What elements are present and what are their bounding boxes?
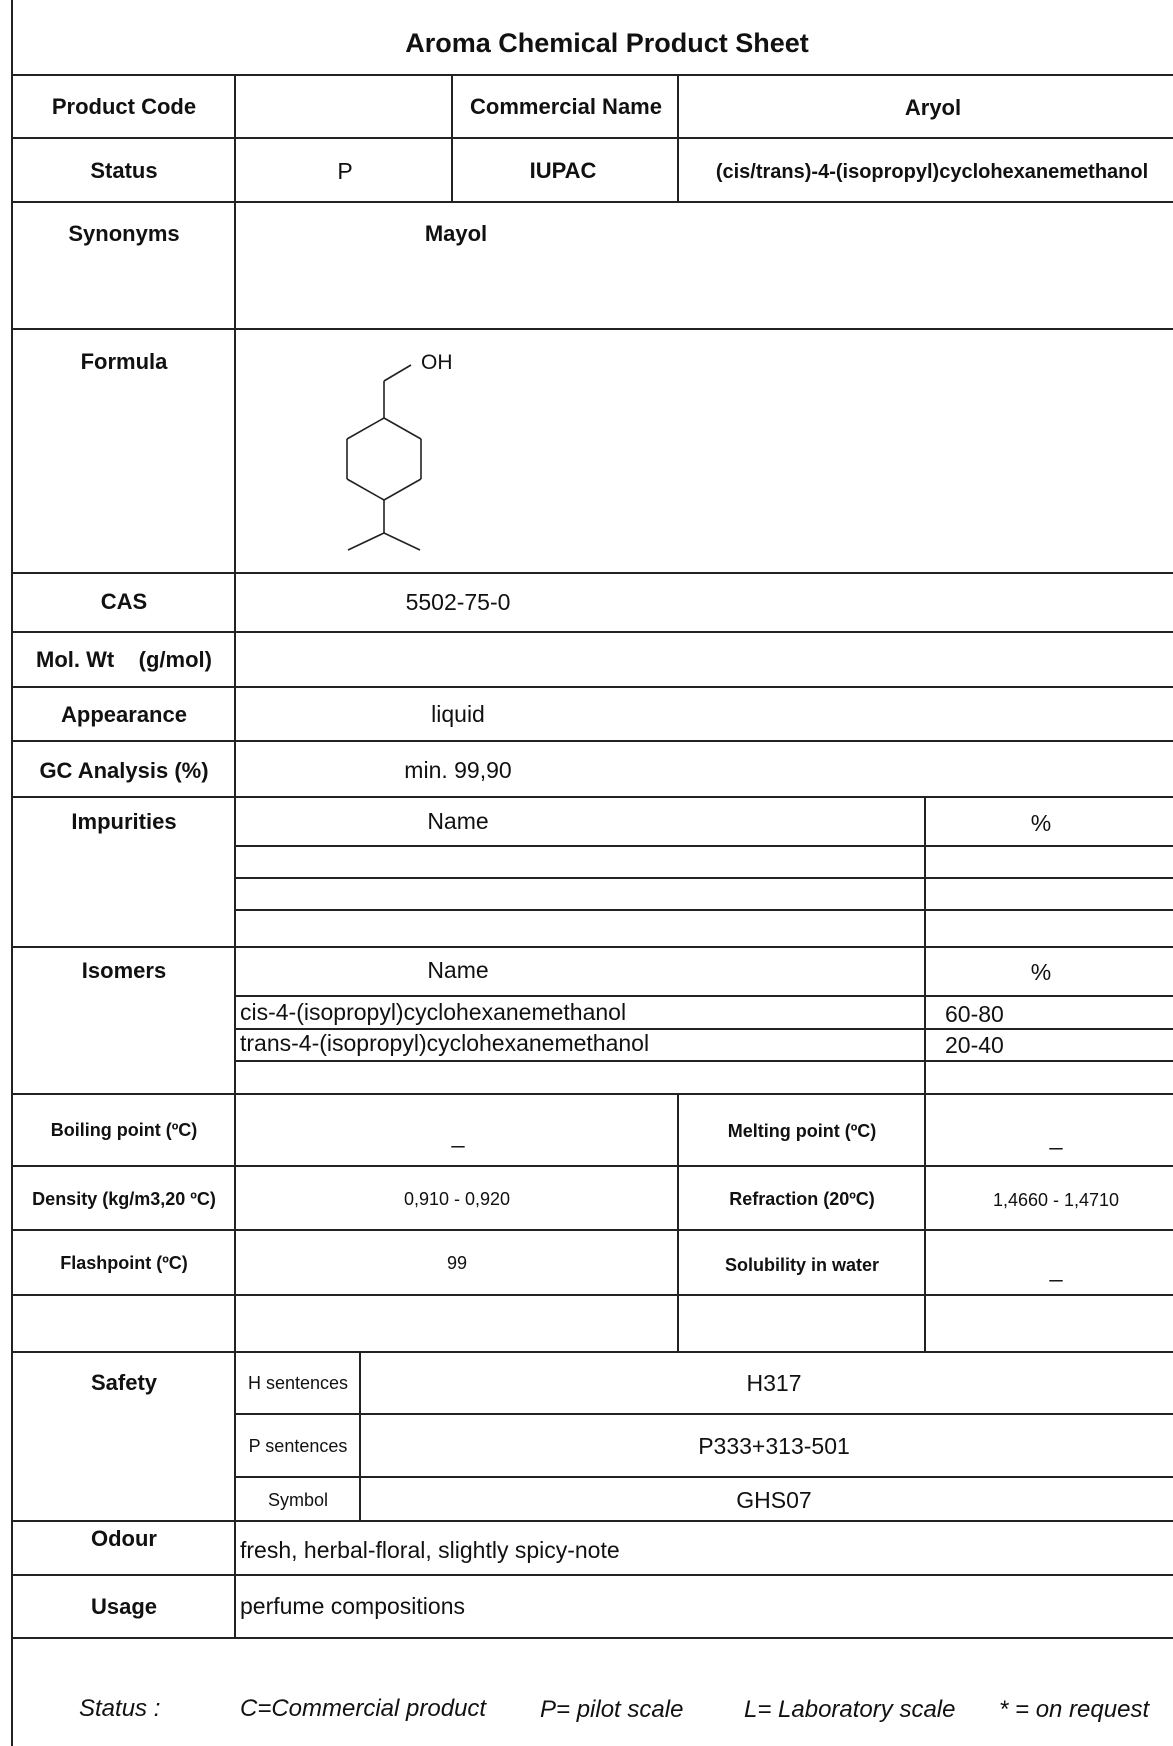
footer-laboratory-legend: L= Laboratory scale xyxy=(744,1696,956,1723)
refraction-value: 1,4660 - 1,4710 xyxy=(992,1190,1120,1210)
synonyms-value: Mayol xyxy=(424,221,488,246)
impurities-label: Impurities xyxy=(71,809,177,834)
density-label: Density (kg/m3,20 ºC) xyxy=(32,1189,216,1209)
isomers-label: Isomers xyxy=(81,958,167,983)
appearance-label: Appearance xyxy=(61,702,187,727)
impurities-percent-header: % xyxy=(1030,810,1052,836)
isomer-row-name: cis-4-(isopropyl)cyclohexanemethanol xyxy=(240,999,627,1025)
melting-point-label: Melting point (ºC) xyxy=(727,1121,877,1141)
cas-label: CAS xyxy=(100,589,148,614)
footer-pilot-legend: P= pilot scale xyxy=(540,1696,684,1723)
usage-label: Usage xyxy=(90,1594,158,1619)
symbol-label: Symbol xyxy=(267,1490,329,1510)
status-label: Status xyxy=(90,158,158,183)
impurities-name-header: Name xyxy=(427,808,489,834)
page-title: Aroma Chemical Product Sheet xyxy=(405,28,809,58)
footer-on-request-legend: * = on request xyxy=(999,1696,1150,1723)
synonyms-label: Synonyms xyxy=(68,221,180,246)
footer-commercial-legend: C=Commercial product xyxy=(240,1695,487,1722)
cas-value: 5502-75-0 xyxy=(405,589,511,615)
status-value: P xyxy=(337,158,353,184)
solubility-value: _ xyxy=(1049,1256,1063,1282)
commercial-name-label: Commercial Name xyxy=(470,94,662,119)
odour-value: fresh, herbal-floral, slightly spicy-not… xyxy=(240,1537,620,1563)
h-sentences-label: H sentences xyxy=(247,1373,349,1393)
formula-label: Formula xyxy=(80,349,168,374)
p-sentences-label: P sentences xyxy=(248,1436,348,1456)
isomers-percent-header: % xyxy=(1030,959,1052,985)
usage-value: perfume compositions xyxy=(240,1593,465,1619)
melting-point-value: _ xyxy=(1049,1124,1063,1150)
commercial-name-value: Aryol xyxy=(904,95,962,120)
footer-status-label: Status : xyxy=(79,1695,161,1722)
p-sentences-value: P333+313-501 xyxy=(698,1433,850,1459)
symbol-value: GHS07 xyxy=(736,1487,812,1513)
isomer-row-percent: 20-40 xyxy=(945,1032,1004,1058)
gc-analysis-value: min. 99,90 xyxy=(404,757,512,783)
safety-label: Safety xyxy=(90,1370,158,1395)
structural-formula-diagram: OH xyxy=(346,351,453,551)
mol-wt-label: Mol. Wt (g/mol) xyxy=(36,647,212,672)
isomer-row-name: trans-4-(isopropyl)cyclohexanemethanol xyxy=(240,1030,650,1056)
appearance-value: liquid xyxy=(431,701,485,727)
gc-analysis-label: GC Analysis (%) xyxy=(39,758,209,783)
isomers-name-header: Name xyxy=(427,957,489,983)
iupac-value: (cis/trans)-4-(isopropyl)cyclohexanemeth… xyxy=(715,161,1149,183)
h-sentences-value: H317 xyxy=(746,1370,802,1396)
odour-label: Odour xyxy=(91,1526,157,1551)
flashpoint-value: 99 xyxy=(446,1253,468,1273)
refraction-label: Refraction (20ºC) xyxy=(729,1189,875,1209)
iupac-label: IUPAC xyxy=(529,158,597,183)
density-value: 0,910 - 0,920 xyxy=(403,1189,511,1209)
boiling-point-value: _ xyxy=(451,1122,465,1148)
boiling-point-label: Boiling point (ºC) xyxy=(50,1120,198,1140)
flashpoint-label: Flashpoint (ºC) xyxy=(60,1253,188,1273)
product-code-label: Product Code xyxy=(51,94,197,119)
solubility-label: Solubility in water xyxy=(724,1255,880,1275)
isomer-row-percent: 60-80 xyxy=(945,1001,1004,1027)
hydroxyl-label: OH xyxy=(421,351,453,374)
